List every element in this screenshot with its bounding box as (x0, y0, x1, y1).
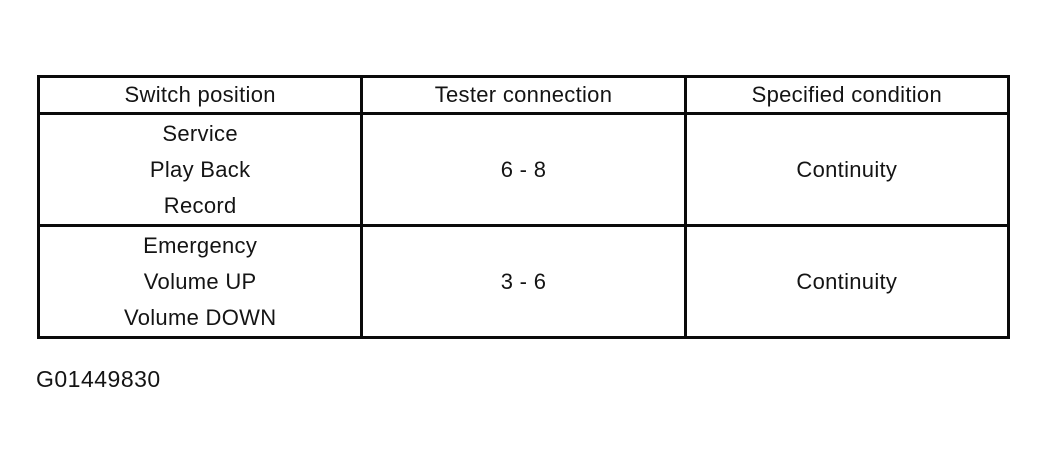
cell-switch-position: Emergency Volume UP Volume DOWN (36, 224, 364, 339)
table-header-row: Switch position Tester connection Specif… (36, 75, 1011, 115)
spec-table: Switch position Tester connection Specif… (36, 75, 1011, 339)
cell-tester-connection: 3 - 6 (360, 224, 687, 339)
switch-position-line: Play Back (149, 156, 251, 182)
cell-switch-position: Service Play Back Record (36, 112, 364, 227)
switch-position-line: Volume UP (143, 268, 257, 294)
header-tester-connection: Tester connection (360, 75, 687, 115)
switch-position-line: Record (163, 192, 237, 218)
table-row: Emergency Volume UP Volume DOWN 3 - 6 Co… (36, 224, 1011, 339)
header-switch-position: Switch position (36, 75, 364, 115)
header-specified-condition: Specified condition (683, 75, 1011, 115)
switch-position-line: Emergency (143, 232, 258, 258)
figure-code: G01449830 (36, 366, 161, 392)
cell-specified-condition: Continuity (683, 112, 1011, 227)
switch-position-line: Volume DOWN (123, 304, 277, 330)
table-row: Service Play Back Record 6 - 8 Continuit… (36, 112, 1011, 227)
cell-specified-condition: Continuity (683, 224, 1011, 339)
switch-position-line: Service (162, 120, 238, 146)
cell-tester-connection: 6 - 8 (360, 112, 687, 227)
